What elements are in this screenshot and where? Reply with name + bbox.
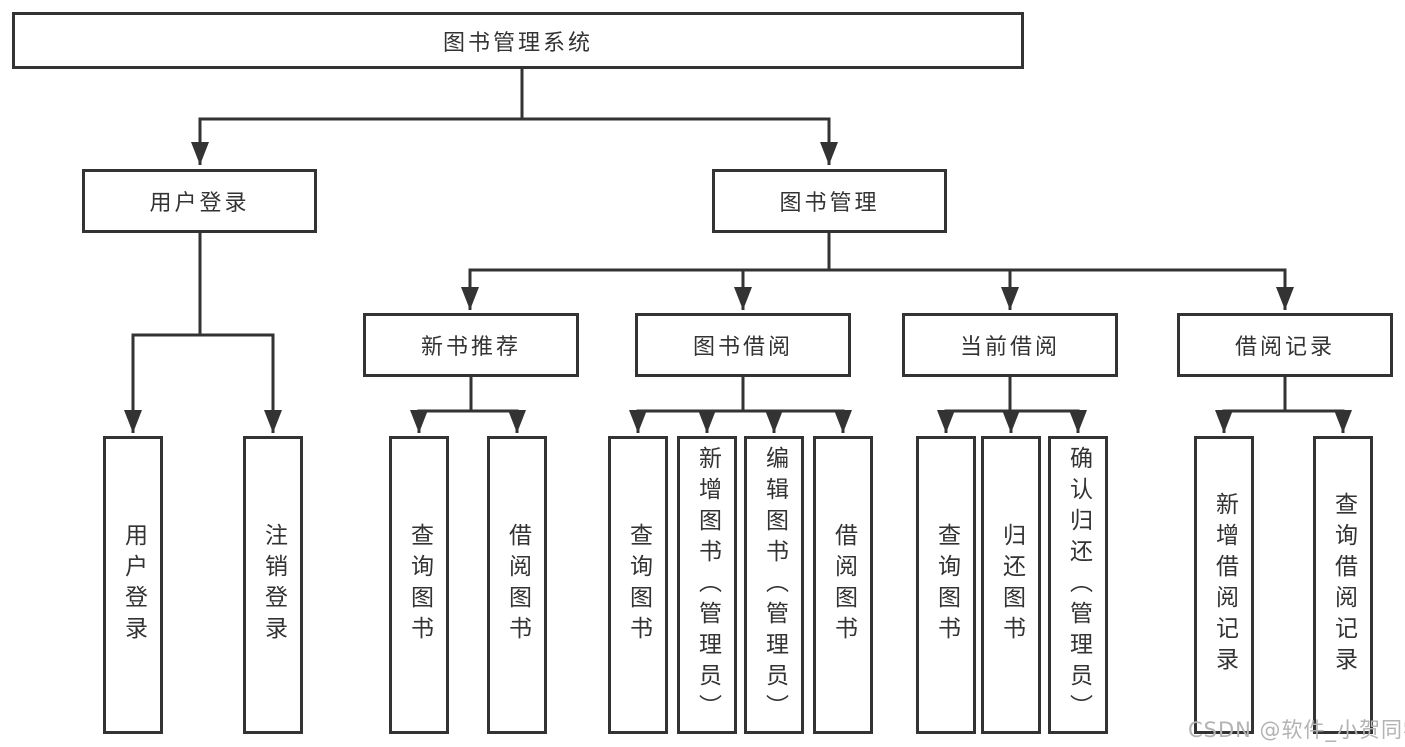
leaf-borrow-books: 借阅图书 xyxy=(813,436,873,734)
leaf-edit-book-admin: 编辑图书（管理员） xyxy=(744,436,804,734)
leaf-add-borrow-record-label: 新增借阅记录 xyxy=(1211,492,1238,678)
node-new-book-recommendation-label: 新书推荐 xyxy=(420,335,521,360)
leaf-edit-book-admin-label: 编辑图书（管理员） xyxy=(761,445,788,725)
node-book-borrowing-label: 图书借阅 xyxy=(692,335,793,360)
leaf-query-books-borrowing-label: 查询图书 xyxy=(625,523,652,647)
leaf-logout: 注销登录 xyxy=(243,436,303,734)
leaf-user-login: 用户登录 xyxy=(103,436,163,734)
leaf-user-login-label: 用户登录 xyxy=(120,523,147,647)
leaf-query-books-borrowing: 查询图书 xyxy=(608,436,668,734)
node-new-book-recommendation: 新书推荐 xyxy=(363,313,579,377)
leaf-borrow-books-recommend: 借阅图书 xyxy=(487,436,547,734)
leaf-query-books-current: 查询图书 xyxy=(916,436,976,734)
node-user-login: 用户登录 xyxy=(82,169,317,233)
leaf-confirm-return-admin: 确认归还（管理员） xyxy=(1048,436,1108,734)
leaf-borrow-books-label: 借阅图书 xyxy=(830,523,857,647)
node-current-borrowing: 当前借阅 xyxy=(902,313,1118,377)
node-borrowing-records: 借阅记录 xyxy=(1177,313,1393,377)
leaf-logout-label: 注销登录 xyxy=(260,523,287,647)
leaf-query-books-recommend-label: 查询图书 xyxy=(406,523,433,647)
leaf-add-book-admin-label: 新增图书（管理员） xyxy=(694,445,721,725)
node-book-management: 图书管理 xyxy=(712,169,947,233)
leaf-query-borrow-record-label: 查询借阅记录 xyxy=(1330,492,1357,678)
node-book-management-label: 图书管理 xyxy=(779,191,880,216)
leaf-add-book-admin: 新增图书（管理员） xyxy=(677,436,737,734)
node-user-login-label: 用户登录 xyxy=(149,191,250,216)
leaf-confirm-return-admin-label: 确认归还（管理员） xyxy=(1065,445,1092,725)
leaf-borrow-books-recommend-label: 借阅图书 xyxy=(504,523,531,647)
watermark-text: CSDN @软件_小贺同学 xyxy=(1188,718,1405,742)
node-borrowing-records-label: 借阅记录 xyxy=(1234,335,1335,360)
leaf-return-books: 归还图书 xyxy=(981,436,1041,734)
node-book-borrowing: 图书借阅 xyxy=(635,313,851,377)
leaf-query-borrow-record: 查询借阅记录 xyxy=(1313,436,1373,734)
node-root-label: 图书管理系统 xyxy=(442,30,593,56)
leaf-add-borrow-record: 新增借阅记录 xyxy=(1194,436,1254,734)
leaf-query-books-current-label: 查询图书 xyxy=(933,523,960,647)
leaf-query-books-recommend: 查询图书 xyxy=(389,436,449,734)
node-root: 图书管理系统 xyxy=(12,12,1024,69)
node-current-borrowing-label: 当前借阅 xyxy=(959,335,1060,360)
leaf-return-books-label: 归还图书 xyxy=(998,523,1025,647)
